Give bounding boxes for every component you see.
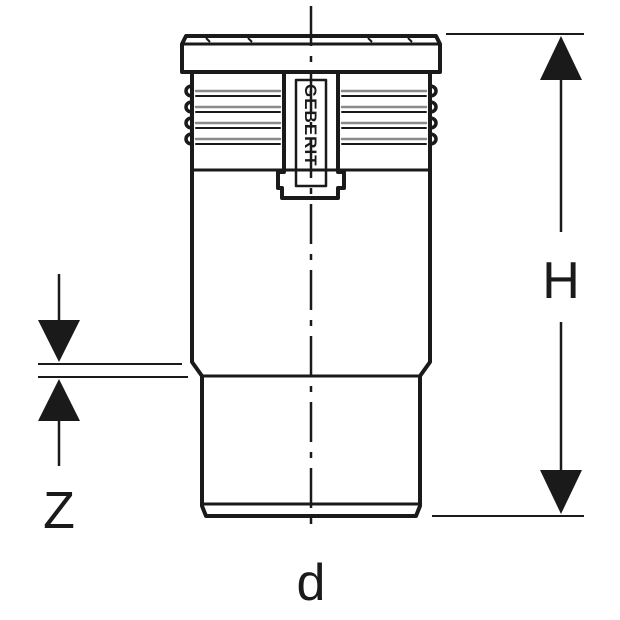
d-label: d <box>297 554 326 612</box>
h-label: H <box>542 252 580 310</box>
ribs-left <box>184 84 282 146</box>
main-pipe-outline <box>190 170 432 518</box>
h-arrow-top-icon <box>540 36 582 80</box>
z-arrow-down-icon <box>38 320 80 362</box>
dimension-z <box>38 274 188 466</box>
ribs-right <box>340 84 438 146</box>
z-arrow-up-icon <box>38 379 80 421</box>
socket-outline <box>190 72 432 170</box>
cap-ticks <box>205 37 413 43</box>
logo-plate <box>276 72 346 200</box>
dimension-h <box>432 33 584 517</box>
z-label: Z <box>43 482 75 540</box>
h-arrow-bottom-icon <box>540 470 582 514</box>
